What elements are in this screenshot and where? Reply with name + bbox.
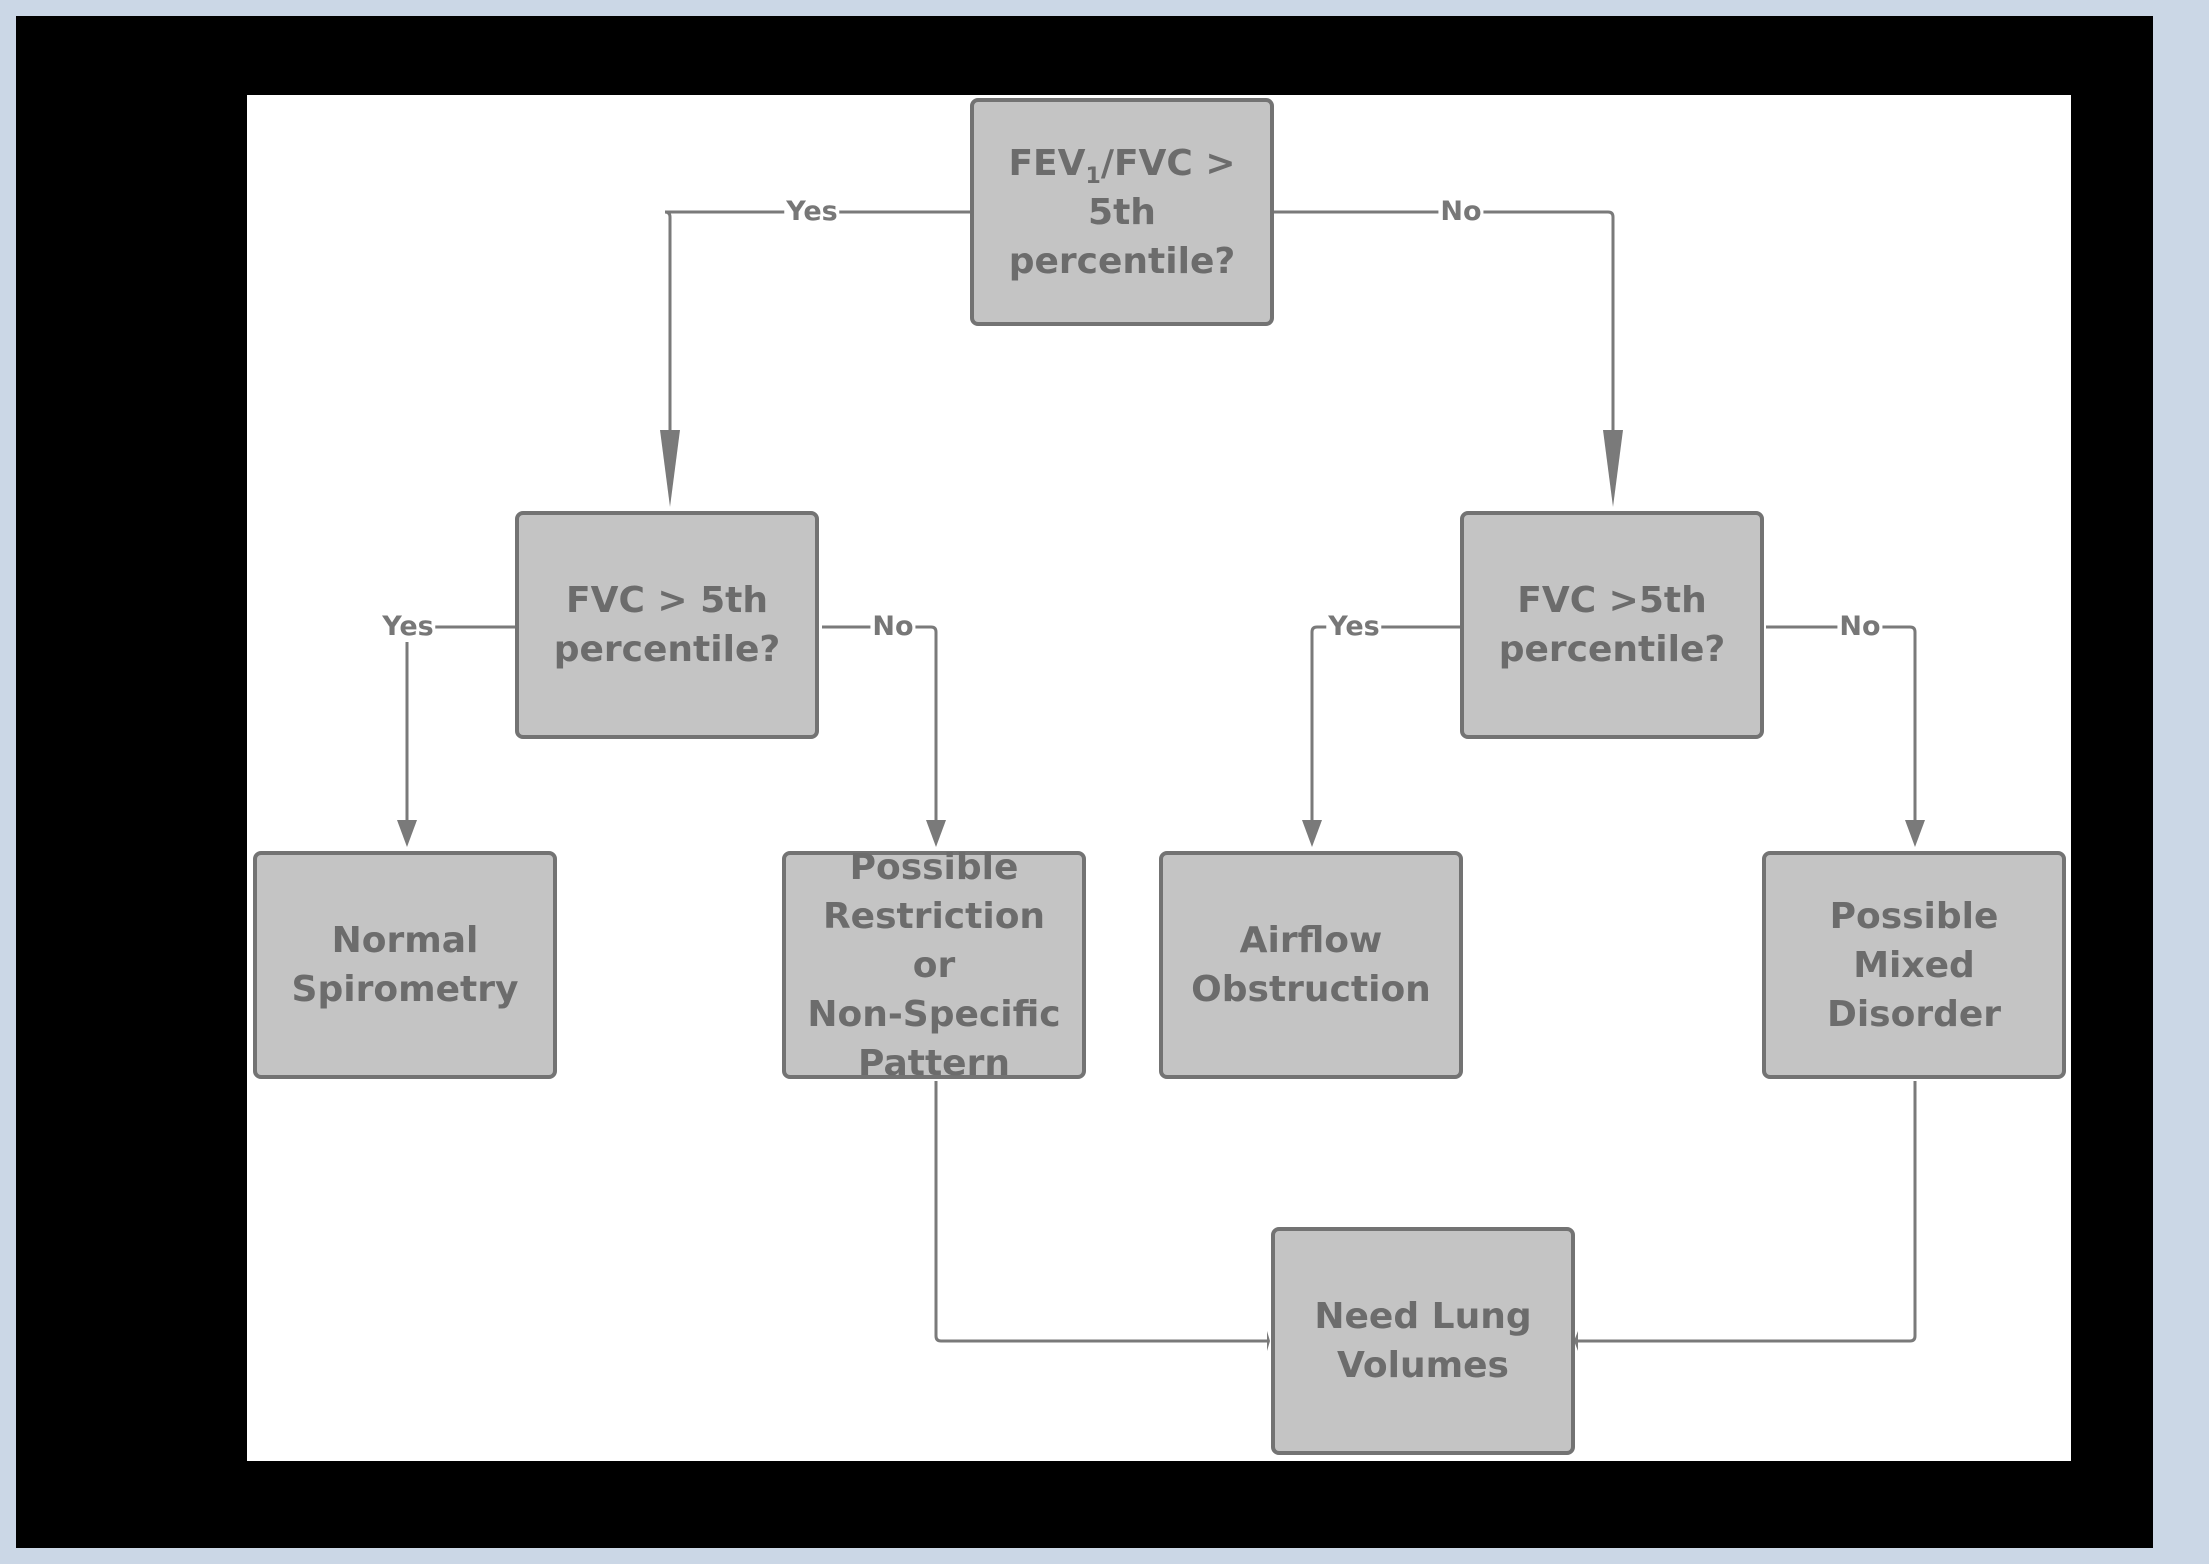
- edge-label-root-no: No: [1438, 196, 1484, 227]
- left-decision-line-1: FVC > 5th: [565, 580, 768, 621]
- root-line-3: percentile?: [1008, 240, 1236, 282]
- node-possible-mixed-disorder: Possible Mixed Disorder: [1762, 851, 2066, 1079]
- node-need-lung-volumes: Need Lung Volumes: [1271, 1227, 1575, 1455]
- arrowhead-mixed-volumes: [1574, 1331, 1578, 1351]
- node-fvc-left-text: FVC > 5th percentile?: [554, 576, 781, 674]
- node-fvc-decision-right: FVC >5th percentile?: [1460, 511, 1764, 739]
- edge-label-left-yes: Yes: [380, 611, 436, 642]
- fvc-ratio-label: /FVC >: [1100, 142, 1236, 184]
- connector-root-yes: [664, 210, 970, 430]
- restriction-line-1: Possible: [849, 846, 1019, 888]
- restriction-line-4: Pattern: [858, 1042, 1010, 1084]
- connector-mixed-volumes: [1578, 1081, 1917, 1343]
- arrowhead-right-no: [1905, 820, 1925, 847]
- normal-line-2: Spirometry: [291, 969, 519, 1010]
- node-lung-volumes-text: Need Lung Volumes: [1314, 1292, 1531, 1390]
- fev-subscript: 1: [1085, 163, 1101, 189]
- node-fev1-fvc-text: FEV1/FVC > 5th percentile?: [1008, 139, 1235, 286]
- connector-root-no: [1273, 210, 1615, 430]
- restriction-line-3: Non-Specific: [807, 993, 1061, 1035]
- edge-label-left-no: No: [870, 611, 916, 642]
- node-fvc-decision-left: FVC > 5th percentile?: [515, 511, 819, 739]
- arrowhead-root-yes: [660, 430, 680, 507]
- mixed-line-2: Disorder: [1826, 993, 2002, 1035]
- node-normal-spirometry: Normal Spirometry: [253, 851, 557, 1079]
- node-obstruction-text: Airflow Obstruction: [1191, 916, 1431, 1014]
- node-fev1-fvc-decision: FEV1/FVC > 5th percentile?: [970, 98, 1274, 326]
- connector-restriction-volumes: [934, 1081, 1267, 1343]
- right-decision-line-2: percentile?: [1498, 629, 1726, 670]
- node-restriction-text: Possible Restriction or Non-Specific Pat…: [800, 843, 1068, 1088]
- lung-volumes-line-1: Need Lung: [1314, 1296, 1532, 1337]
- left-decision-line-2: percentile?: [553, 629, 781, 670]
- black-frame: Yes No Yes No Yes No FEV1/FVC > 5th perc…: [16, 16, 2153, 1548]
- lung-volumes-line-2: Volumes: [1337, 1345, 1509, 1386]
- mixed-line-1: Possible Mixed: [1829, 895, 1999, 986]
- arrowhead-left-no: [926, 820, 946, 847]
- edge-label-right-no: No: [1837, 611, 1883, 642]
- node-normal-text: Normal Spirometry: [292, 916, 519, 1014]
- fev-label: FEV: [1008, 142, 1086, 184]
- edge-label-root-yes: Yes: [784, 196, 840, 227]
- arrowhead-root-no: [1603, 430, 1623, 507]
- connector-right-no: [1766, 625, 1917, 820]
- flowchart-canvas: Yes No Yes No Yes No FEV1/FVC > 5th perc…: [247, 95, 2071, 1461]
- arrowhead-restriction-volumes: [1267, 1331, 1270, 1351]
- obstruction-line-2: Obstruction: [1191, 969, 1431, 1010]
- root-line-2: 5th: [1088, 191, 1156, 233]
- normal-line-1: Normal: [331, 920, 479, 961]
- arrowhead-left-yes: [397, 820, 417, 847]
- connector-left-yes: [405, 625, 515, 820]
- connector-right-yes: [1310, 625, 1460, 820]
- arrowhead-right-yes: [1302, 820, 1322, 847]
- right-decision-line-1: FVC >5th: [1517, 580, 1707, 621]
- node-airflow-obstruction: Airflow Obstruction: [1159, 851, 1463, 1079]
- obstruction-line-1: Airflow: [1239, 920, 1383, 961]
- node-fvc-right-text: FVC >5th percentile?: [1499, 576, 1726, 674]
- node-possible-restriction: Possible Restriction or Non-Specific Pat…: [782, 847, 1086, 1084]
- restriction-line-2: Restriction or: [822, 895, 1046, 986]
- connector-left-no: [822, 625, 938, 820]
- node-mixed-text: Possible Mixed Disorder: [1780, 892, 2048, 1039]
- edge-label-right-yes: Yes: [1326, 611, 1382, 642]
